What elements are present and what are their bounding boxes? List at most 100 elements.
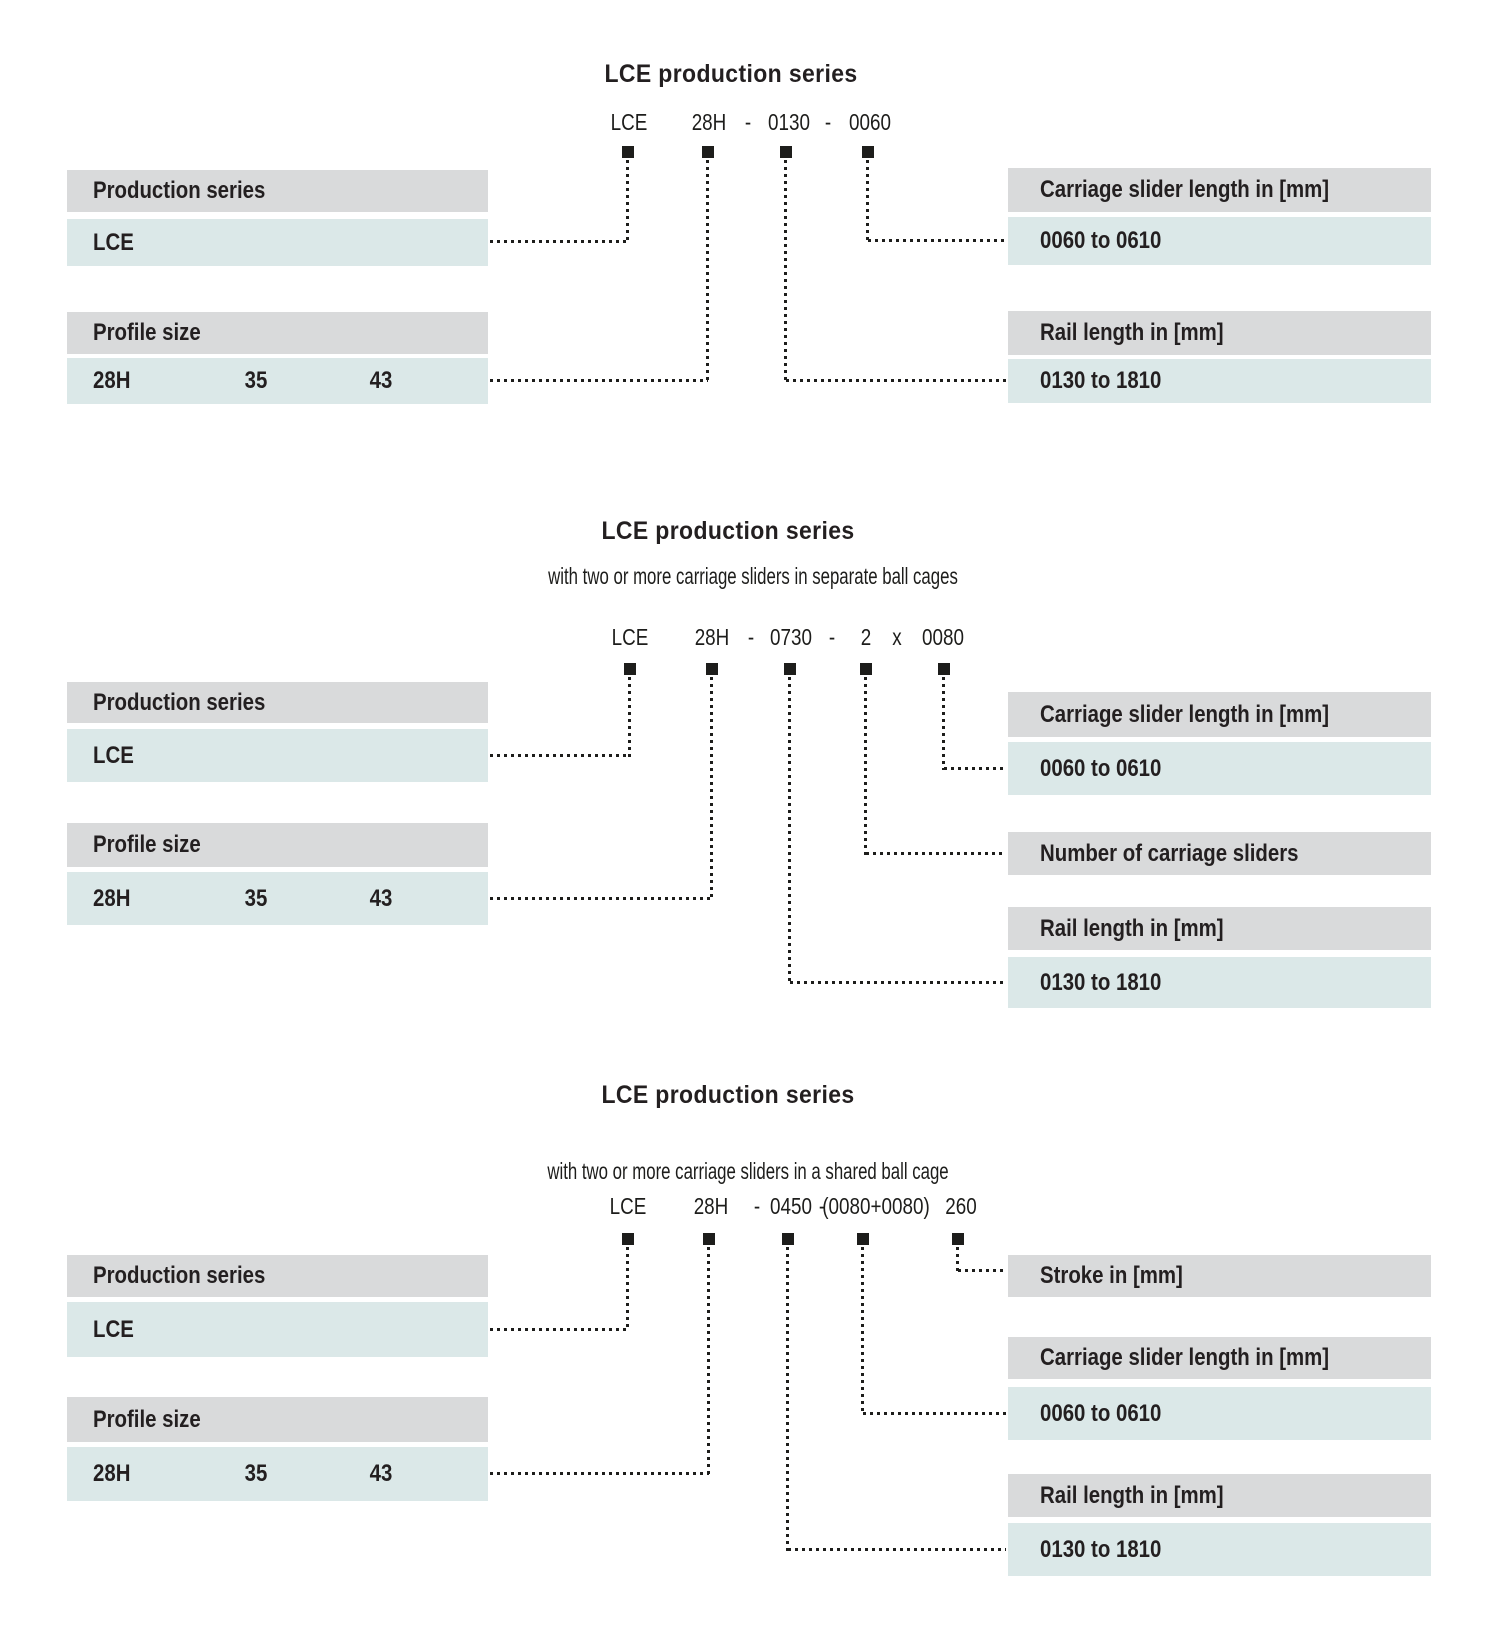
connector-line-vertical — [628, 677, 631, 757]
box-production-series-value: LCE — [67, 1302, 488, 1357]
connector-anchor-square — [624, 663, 636, 675]
box-header-label: Production series — [93, 688, 266, 716]
code-token-slider-length: 0060 — [849, 109, 891, 135]
box-header-label: Carriage slider length in [mm] — [1040, 1344, 1330, 1371]
box-rail-length-value: 0130 to 1810 — [1008, 957, 1431, 1008]
box-number-of-carriage-sliders-header: Number of carriage sliders — [1008, 832, 1431, 875]
box-value-label: 0130 to 1810 — [1040, 1535, 1162, 1563]
box-header-label: Carriage slider length in [mm] — [1040, 700, 1330, 728]
box-rail-length-header: Rail length in [mm] — [1008, 311, 1431, 355]
box-production-series-value: LCE — [67, 729, 488, 782]
connector-line-horizontal — [944, 767, 1006, 770]
box-profile-size-values: 28H 35 43 — [67, 1447, 488, 1501]
box-carriage-slider-length-header: Carriage slider length in [mm] — [1008, 168, 1431, 212]
box-header-label: Production series — [93, 177, 266, 204]
connector-anchor-square — [938, 663, 950, 675]
connector-line-vertical — [626, 160, 629, 242]
connector-line-horizontal — [490, 897, 712, 900]
box-rail-length-value: 0130 to 1810 — [1008, 359, 1431, 403]
box-header-label: Rail length in [mm] — [1040, 914, 1224, 942]
connector-line-vertical — [707, 1247, 710, 1474]
section-subtitle: with two or more carriage sliders in sep… — [548, 563, 958, 589]
code-token-slider-length: 0080 — [922, 624, 964, 650]
box-stroke-header: Stroke in [mm] — [1008, 1255, 1431, 1297]
connector-line-vertical — [861, 1247, 864, 1415]
code-token-slider-count: 2 — [860, 624, 872, 650]
code-token-series: LCE — [611, 624, 649, 650]
box-header-label: Carriage slider length in [mm] — [1040, 176, 1330, 203]
connector-anchor-square — [703, 1233, 715, 1245]
connector-anchor-square — [782, 1233, 794, 1245]
box-carriage-slider-length-header: Carriage slider length in [mm] — [1008, 1337, 1431, 1379]
box-production-series-header: Production series — [67, 170, 488, 212]
box-value-label: LCE — [93, 1315, 134, 1343]
box-header-label: Profile size — [93, 831, 201, 858]
connector-line-horizontal — [788, 1548, 1006, 1551]
box-carriage-slider-length-header: Carriage slider length in [mm] — [1008, 692, 1431, 737]
profile-size-option: 28H — [93, 367, 131, 394]
profile-size-option: 35 — [244, 367, 268, 394]
connector-line-horizontal — [786, 379, 1006, 382]
box-header-label: Number of carriage sliders — [1040, 839, 1299, 867]
connector-line-horizontal — [490, 379, 708, 382]
section-subtitle: with two or more carriage sliders in a s… — [547, 1158, 949, 1184]
box-header-label: Rail length in [mm] — [1040, 319, 1224, 346]
box-profile-size-values: 28H 35 43 — [67, 872, 488, 925]
connector-line-horizontal — [490, 240, 628, 243]
code-token-slider-lengths-sum: (0080+0080) — [822, 1193, 930, 1219]
box-profile-size-values: 28H 35 43 — [67, 358, 488, 404]
box-value-label: 0130 to 1810 — [1040, 968, 1162, 996]
box-profile-size-header: Profile size — [67, 1397, 488, 1442]
box-value-label: 0060 to 0610 — [1040, 227, 1162, 254]
code-token-rail-length: 0450 — [770, 1193, 812, 1219]
box-header-label: Production series — [93, 1262, 266, 1289]
box-production-series-header: Production series — [67, 1255, 488, 1297]
box-header-label: Stroke in [mm] — [1040, 1262, 1183, 1289]
connector-line-vertical — [956, 1247, 959, 1272]
profile-size-option: 35 — [244, 884, 268, 912]
box-profile-size-header: Profile size — [67, 823, 488, 867]
section-title: LCE production series — [601, 1081, 855, 1109]
connector-anchor-square — [952, 1233, 964, 1245]
box-rail-length-header: Rail length in [mm] — [1008, 907, 1431, 950]
code-token-dash: - — [753, 1193, 761, 1219]
box-value-label: 0060 to 0610 — [1040, 1399, 1162, 1427]
connector-anchor-square — [860, 663, 872, 675]
profile-size-option: 28H — [93, 884, 131, 912]
box-production-series-header: Production series — [67, 682, 488, 723]
section-title: LCE production series — [604, 60, 858, 88]
code-token-dash: - — [818, 1193, 826, 1219]
box-value-label: LCE — [93, 228, 134, 256]
section-title: LCE production series — [601, 517, 855, 545]
code-token-dash: - — [747, 624, 755, 650]
box-rail-length-value: 0130 to 1810 — [1008, 1523, 1431, 1576]
code-token-series: LCE — [610, 109, 648, 135]
code-token-series: LCE — [609, 1193, 647, 1219]
code-token-dash: - — [824, 109, 832, 135]
connector-line-vertical — [786, 1247, 789, 1551]
connector-line-vertical — [866, 160, 869, 241]
box-value-label: 0130 to 1810 — [1040, 367, 1162, 394]
profile-size-option: 35 — [244, 1460, 268, 1487]
connector-anchor-square — [780, 146, 792, 158]
connector-line-vertical — [626, 1247, 629, 1330]
connector-anchor-square — [706, 663, 718, 675]
code-token-profile: 28H — [693, 1193, 729, 1219]
connector-line-vertical — [788, 677, 791, 984]
code-token-profile: 28H — [691, 109, 727, 135]
code-token-stroke: 260 — [945, 1193, 977, 1219]
connector-line-horizontal — [958, 1269, 1006, 1272]
connector-line-vertical — [710, 677, 713, 900]
connector-line-horizontal — [490, 1328, 628, 1331]
connector-line-horizontal — [863, 1412, 1006, 1415]
connector-line-vertical — [784, 160, 787, 381]
box-value-label: 0060 to 0610 — [1040, 754, 1162, 782]
box-carriage-slider-length-value: 0060 to 0610 — [1008, 217, 1431, 265]
connector-anchor-square — [862, 146, 874, 158]
connector-anchor-square — [622, 1233, 634, 1245]
connector-anchor-square — [622, 146, 634, 158]
connector-anchor-square — [702, 146, 714, 158]
profile-size-option: 43 — [369, 884, 393, 912]
code-token-profile: 28H — [694, 624, 730, 650]
connector-anchor-square — [784, 663, 796, 675]
